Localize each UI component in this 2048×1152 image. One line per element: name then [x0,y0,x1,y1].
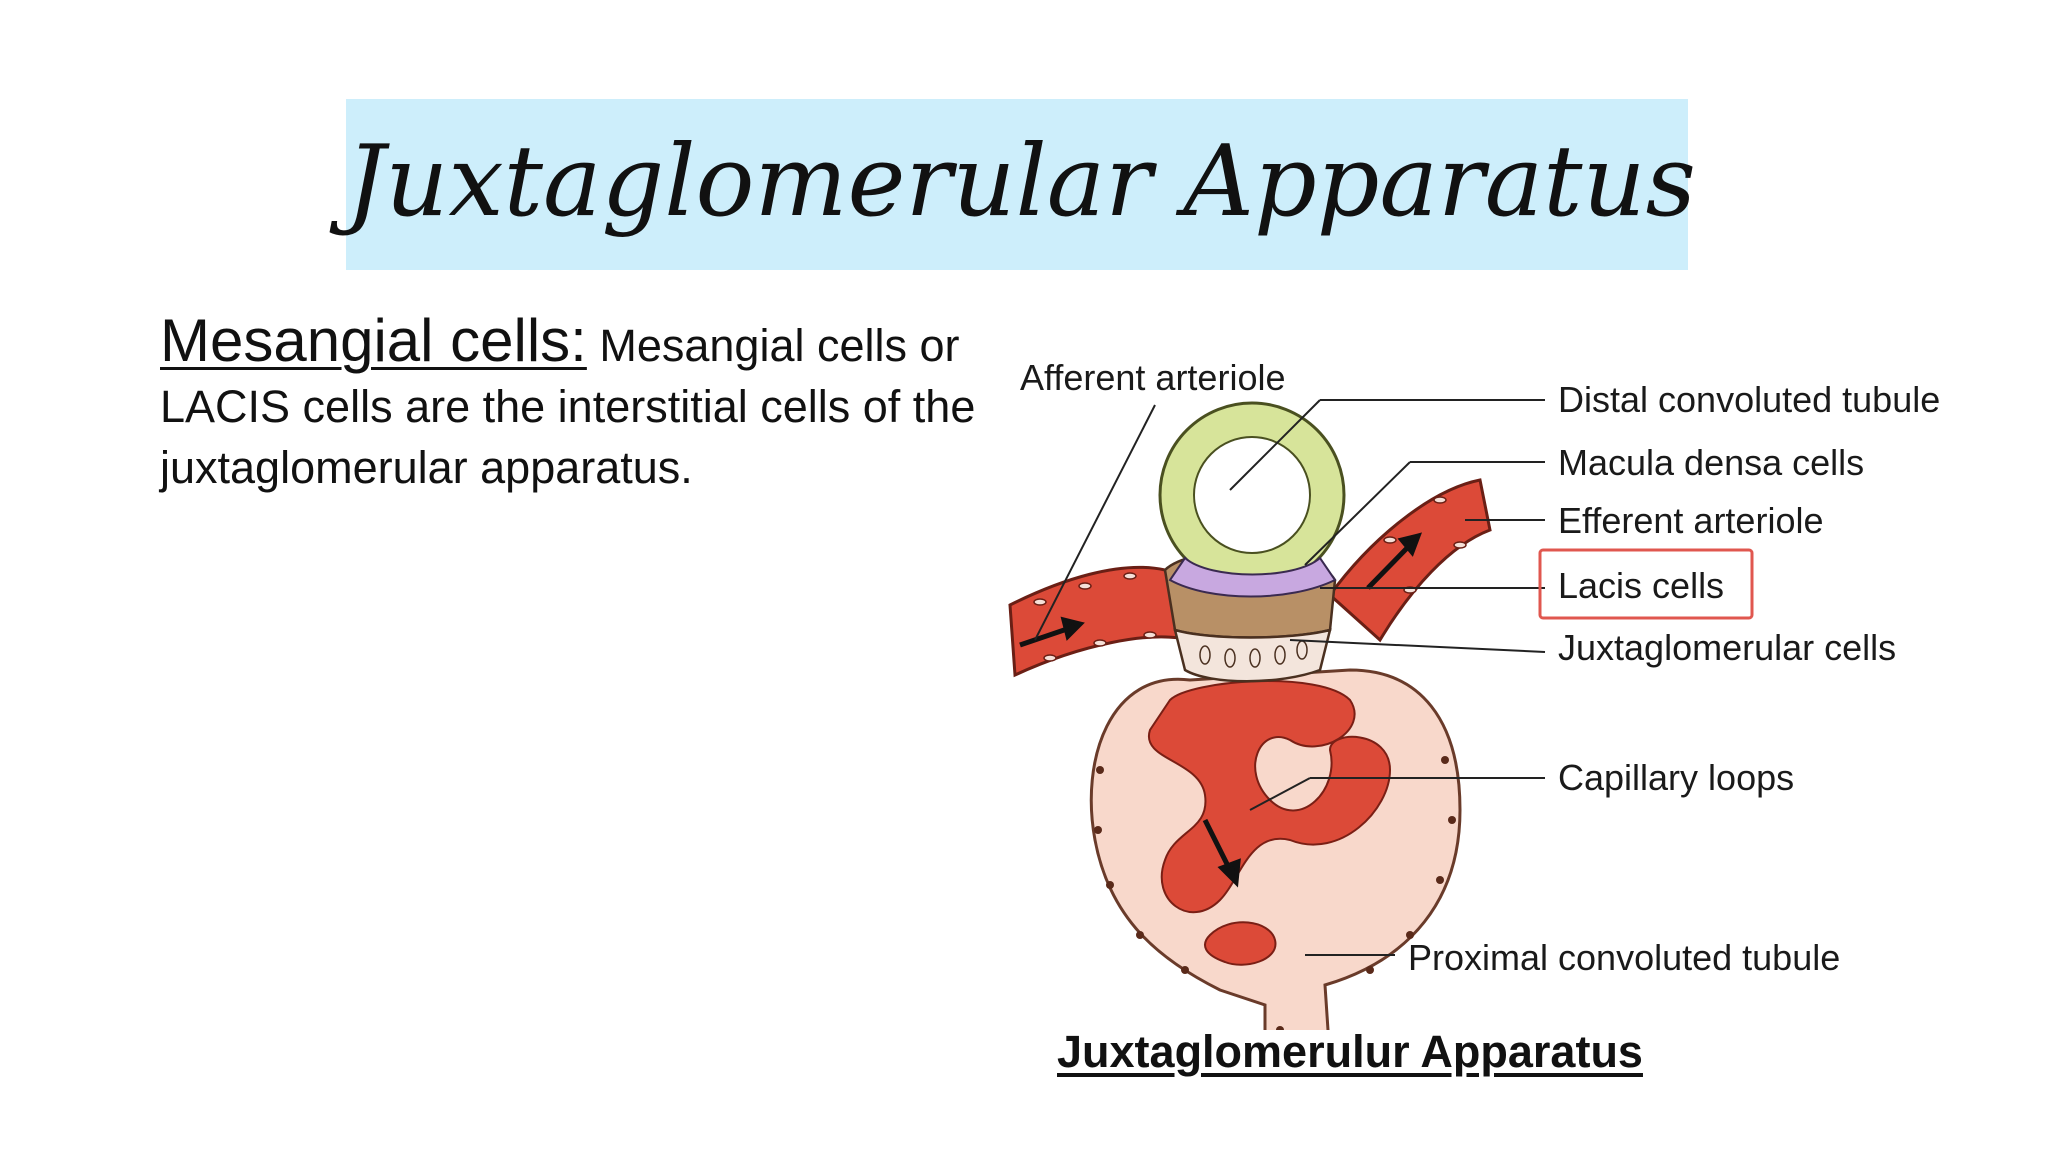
capsule-nuclei [1094,756,1456,1030]
slide-title: Juxtaglomerular Apparatus [346,125,1696,239]
flow-arrows [1019,532,1423,888]
afferent-nuclei [1033,572,1157,662]
capillary-loops [1147,680,1392,914]
efferent-arteriole [1327,478,1492,643]
title-banner: Juxtaglomerular Apparatus [346,99,1696,270]
body-paragraph: Mesangial cells: Mesangial cells or LACI… [160,310,980,498]
body-text: Mesangial cells or LACIS cells are the i… [160,320,976,493]
efferent-nuclei [1383,496,1467,594]
jga-diagram: Afferent arteriole Distal convoluted tub… [1008,357,1940,1030]
label-distal-convoluted-tubule: Distal convoluted tubule [1558,379,1940,420]
diagram-caption: Juxtaglomerulur Apparatus [1057,1026,1643,1077]
label-afferent-arteriole: Afferent arteriole [1020,357,1285,398]
label-efferent-arteriole: Efferent arteriole [1558,500,1823,541]
label-lacis-cells: Lacis cells [1558,565,1724,606]
lacis-highlight-box [1538,548,1754,620]
juxtaglomerular-cells [1173,628,1332,683]
afferent-arteriole [1008,565,1193,678]
leader-lines [1034,399,1546,956]
label-juxtaglomerular-cells: Juxtaglomerular cells [1558,627,1896,668]
distal-tubule-lumen [1193,436,1311,554]
label-macula-densa-cells: Macula densa cells [1558,442,1864,483]
capillary-loop-small [1204,921,1277,966]
label-proximal-convoluted-tubule: Proximal convoluted tubule [1408,937,1840,978]
macula-densa [1168,556,1337,598]
label-capillary-loops: Capillary loops [1558,757,1794,798]
body-heading: Mesangial cells: [160,307,587,374]
